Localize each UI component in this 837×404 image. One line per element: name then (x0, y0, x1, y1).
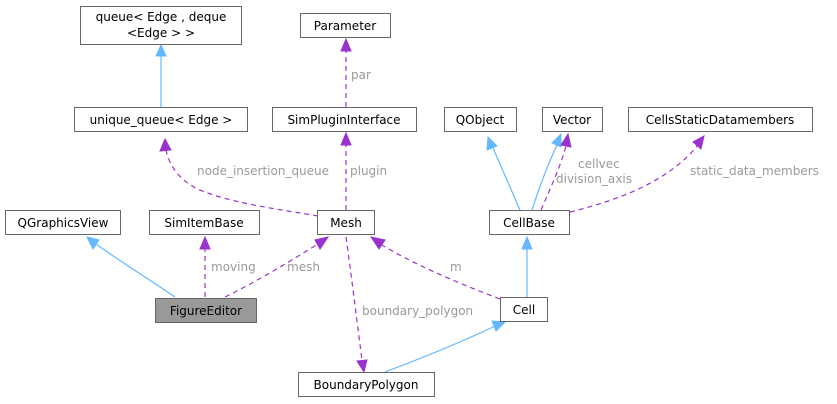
node-cellbase[interactable]: CellBase (489, 210, 570, 235)
node-figure-editor[interactable]: FigureEditor (155, 298, 257, 323)
node-mesh-label: Mesh (330, 216, 362, 230)
edge-label-node-insertion-queue: node_insertion_queue (197, 164, 329, 178)
edge-cellbase-to-qobject (486, 135, 521, 211)
node-qobject[interactable]: QObject (444, 107, 517, 132)
edge-label-boundary-polygon: boundary_polygon (362, 304, 473, 318)
edge-label-plugin: plugin (350, 164, 387, 178)
node-unique-queue[interactable]: unique_queue< Edge > (74, 107, 248, 132)
edge-boundarypolygon-to-cell (384, 320, 507, 373)
edge-mesh-to-boundarypolygon (345, 236, 368, 374)
node-boundary-polygon[interactable]: BoundaryPolygon (298, 372, 435, 397)
edge-label-static-data-members: static_data_members (690, 164, 819, 178)
node-unique-queue-label: unique_queue< Edge > (90, 113, 233, 127)
node-sim-plugin-interface-label: SimPluginInterface (287, 113, 400, 127)
node-parameter[interactable]: Parameter (300, 13, 391, 38)
node-cellbase-label: CellBase (503, 216, 555, 230)
edge-simplugin-to-parameter (340, 37, 352, 107)
node-boundary-polygon-label: BoundaryPolygon (314, 378, 419, 392)
edge-label-division-axis: division_axis (556, 172, 632, 186)
edge-uniquequeue-to-queue (155, 43, 167, 107)
edge-figureeditor-to-simitembase (199, 235, 211, 297)
edge-cell-to-mesh (369, 236, 501, 300)
node-queue-edge[interactable]: queue< Edge , deque <Edge > > (80, 6, 242, 45)
node-qgraphicsview[interactable]: QGraphicsView (5, 210, 121, 235)
node-qobject-label: QObject (456, 113, 505, 127)
node-vector-label: Vector (553, 113, 591, 127)
node-cell[interactable]: Cell (500, 297, 548, 322)
node-mesh[interactable]: Mesh (317, 210, 375, 235)
edge-figureeditor-to-mesh (224, 236, 330, 298)
edge-figureeditor-to-qgraphicsview (86, 236, 176, 298)
edge-cell-to-cellbase (521, 235, 533, 297)
node-qgraphicsview-label: QGraphicsView (18, 216, 109, 230)
node-figure-editor-label: FigureEditor (170, 304, 242, 318)
node-sim-item-base[interactable]: SimItemBase (149, 210, 260, 235)
edge-cellbase-to-vector (531, 132, 562, 211)
edge-label-mesh: mesh (287, 260, 320, 274)
node-cells-static-datamembers-label: CellsStaticDatamembers (646, 113, 795, 127)
node-sim-item-base-label: SimItemBase (164, 216, 243, 230)
edge-mesh-to-simplugin (340, 131, 352, 210)
edge-cellbase-to-vector-usage (540, 132, 572, 211)
edge-cellbase-to-cellsstatic (569, 135, 705, 213)
node-parameter-label: Parameter (314, 19, 376, 33)
edge-label-m: m (450, 260, 462, 274)
node-sim-plugin-interface[interactable]: SimPluginInterface (272, 107, 417, 132)
node-cell-label: Cell (513, 303, 535, 317)
edge-mesh-to-uniquequeue (159, 137, 319, 217)
node-queue-edge-line2: <Edge > > (127, 26, 195, 40)
edge-label-cellvec: cellvec (578, 157, 620, 171)
node-queue-edge-line1: queue< Edge , deque (96, 10, 227, 24)
edge-label-par: par (351, 68, 371, 82)
node-cells-static-datamembers[interactable]: CellsStaticDatamembers (628, 107, 813, 132)
node-vector[interactable]: Vector (542, 107, 603, 132)
edge-label-moving: moving (211, 260, 256, 274)
